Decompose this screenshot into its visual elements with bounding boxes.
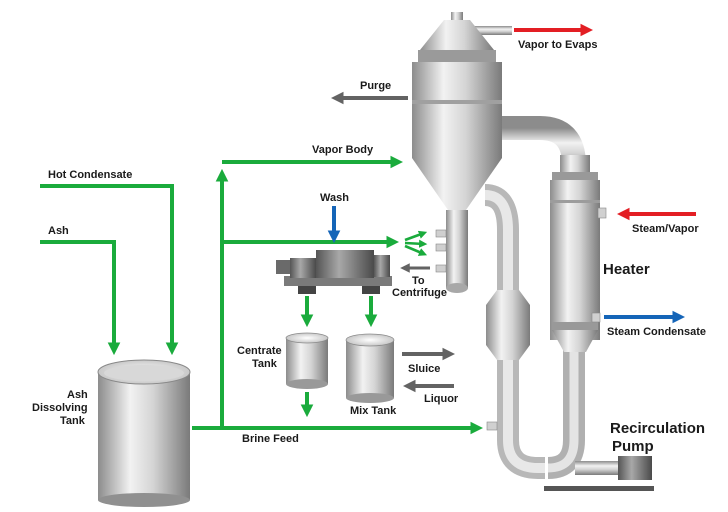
- vapor-body-vessel: [412, 12, 512, 293]
- centrifuge: [276, 250, 392, 294]
- ash-label: Ash: [48, 225, 69, 237]
- hot-condensate-label: Hot Condensate: [48, 169, 132, 181]
- ash-dissolving-ash-label: Ash: [67, 389, 88, 401]
- centrate-label: Centrate: [237, 345, 282, 357]
- centrate-tank-label: Tank: [252, 358, 278, 370]
- steam-vapor-label: Steam/Vapor: [632, 223, 699, 235]
- liquor-label: Liquor: [424, 393, 459, 405]
- heater-vessel: [550, 155, 607, 352]
- heater-label: Heater: [603, 261, 650, 278]
- return-leg-reducer: [486, 290, 530, 431]
- brine-feed-label: Brine Feed: [242, 433, 299, 445]
- nozzle-spray-1: [404, 230, 428, 242]
- centrate-tank: [285, 332, 329, 389]
- sluice-label: Sluice: [408, 363, 440, 375]
- wash-label: Wash: [320, 192, 349, 204]
- pump-label: Pump: [612, 438, 654, 455]
- centrifuge-label: Centrifuge: [392, 287, 447, 299]
- nozzle-spray-3: [404, 244, 428, 256]
- vapor-to-evaps-label: Vapor to Evaps: [518, 39, 597, 51]
- nozzle-spray-2: [404, 239, 428, 248]
- recirculation-label: Recirculation: [610, 420, 705, 437]
- purge-label: Purge: [360, 80, 391, 92]
- recirculation-pump: [544, 456, 654, 491]
- vapor-body-label: Vapor Body: [312, 144, 374, 156]
- hot-condensate-line: [40, 184, 179, 356]
- ash-dissolving-label: Dissolving: [32, 402, 88, 414]
- ash-line: [40, 240, 121, 356]
- to-label: To: [412, 275, 425, 287]
- steam-condensate-label: Steam Condensate: [607, 326, 706, 338]
- ash-dissolving-tank: [97, 359, 191, 507]
- mix-tank-label: Mix Tank: [350, 405, 397, 417]
- mix-tank: [345, 333, 395, 403]
- ash-dissolving-tank-label: Tank: [60, 415, 86, 427]
- pump-suction-pipe: [575, 461, 620, 475]
